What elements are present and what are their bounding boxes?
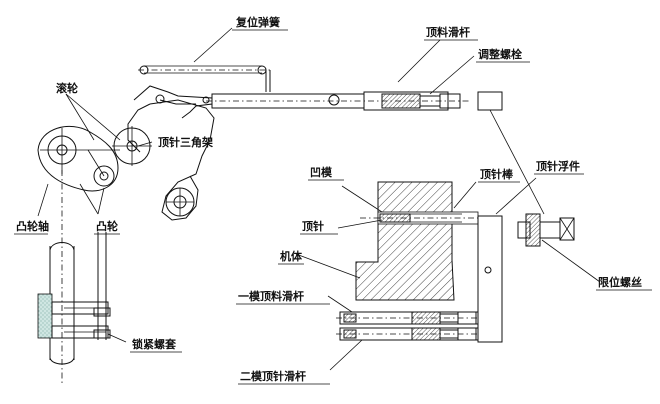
label-limit-screw: 限位螺丝 — [598, 275, 642, 289]
left-mechanism — [37, 27, 271, 385]
lever-arm — [133, 85, 213, 119]
label-ejector-pin: 顶针 — [302, 219, 324, 233]
label-push-rod: 顶料滑杆 — [426, 25, 470, 39]
die-block — [295, 177, 537, 343]
label-ejector-plate: 顶针浮件 — [536, 159, 580, 173]
label-reset-spring: 复位弹簧 — [235, 15, 280, 29]
label-underlines — [14, 29, 652, 385]
label-cam-shaft: 凸轮轴 — [16, 219, 49, 233]
label-lock-nut: 锁紧螺套 — [132, 337, 177, 351]
cam-shaft-assembly — [37, 170, 111, 385]
lower-rods — [327, 295, 480, 371]
label-roller: 滚轮 — [56, 81, 78, 95]
label-first-die-rod: 一模顶料滑杆 — [238, 289, 304, 303]
label-cam: 凸轮 — [96, 219, 118, 233]
label-second-die-rod: 二模顶针滑杆 — [240, 369, 306, 383]
triangle-plate — [127, 99, 215, 221]
push-rod-assembly — [206, 39, 545, 215]
label-triangle-plate: 顶针三角架 — [158, 135, 213, 149]
roller — [112, 126, 152, 166]
label-ejector-rod: 顶针棒 — [480, 167, 514, 181]
label-adjust-bolt: 调整螺栓 — [478, 47, 522, 61]
reset-spring — [138, 65, 271, 92]
label-die: 凹模 — [310, 165, 333, 179]
label-body: 机体 — [280, 249, 303, 263]
limit-screw — [517, 213, 601, 283]
cam — [37, 125, 120, 192]
left-leader-lines — [37, 27, 233, 343]
